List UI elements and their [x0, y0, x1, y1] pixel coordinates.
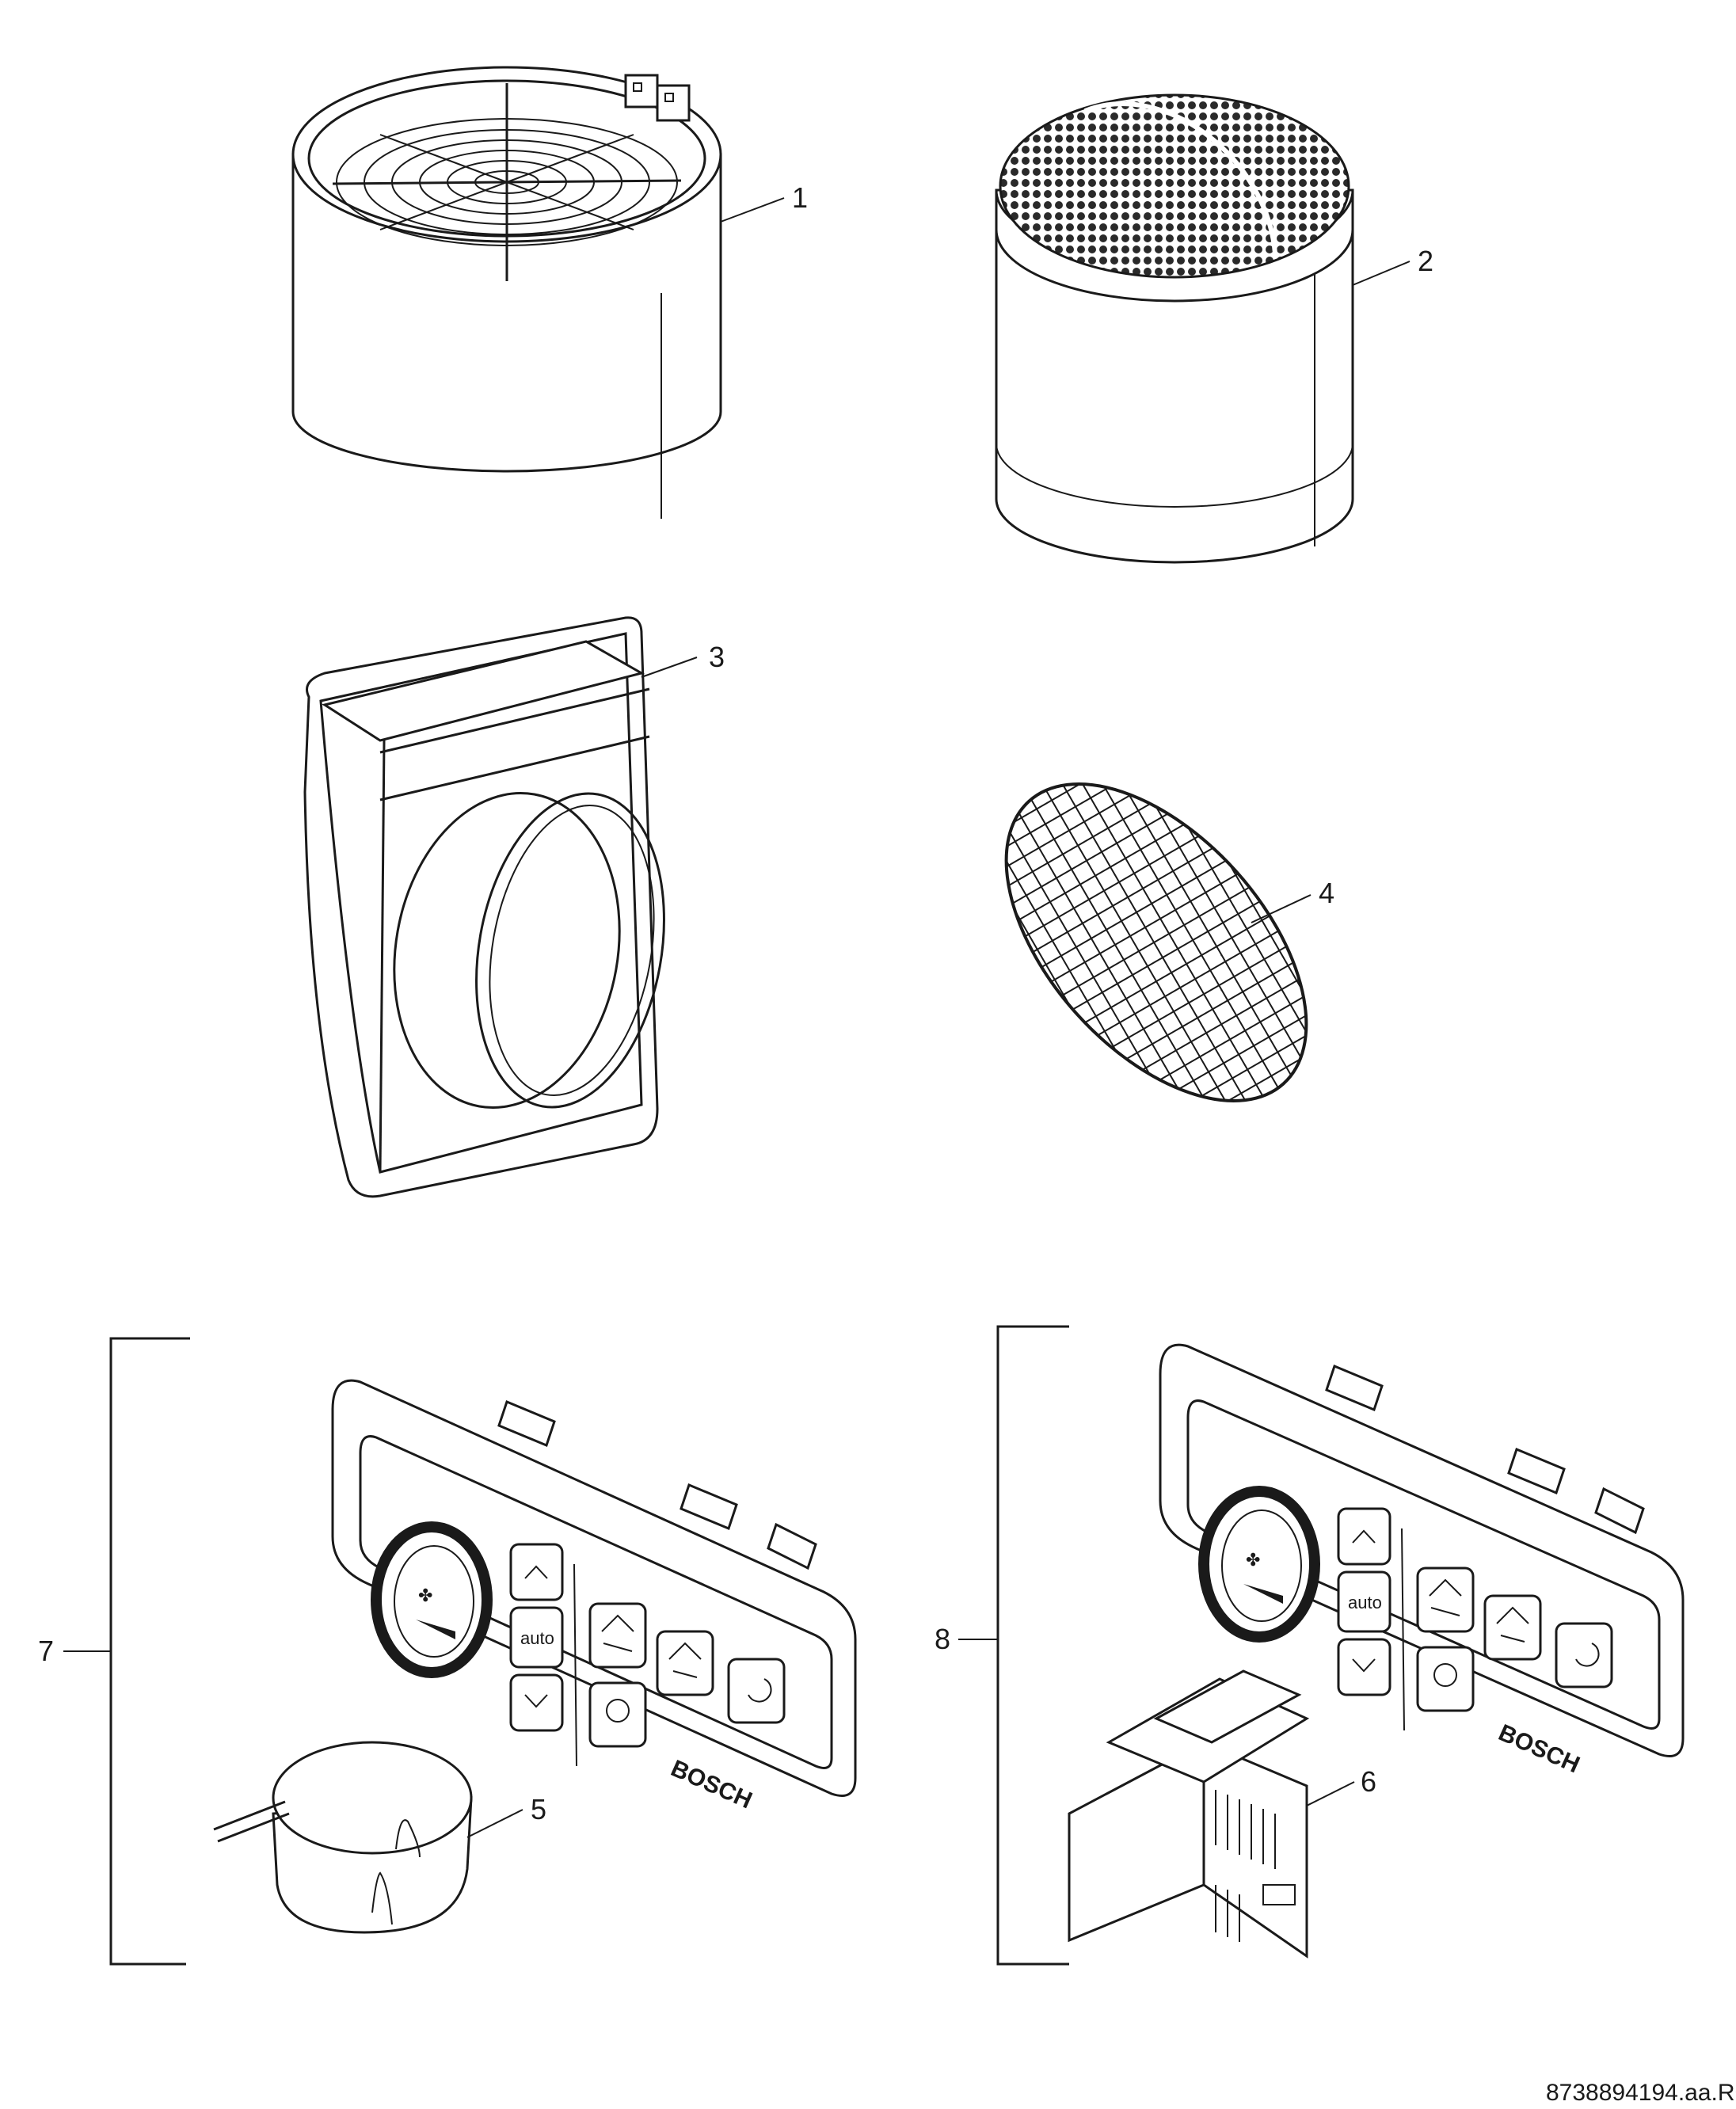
power-supply-part-6: 6 [1068, 1669, 1376, 1959]
timer-icon [606, 1699, 630, 1723]
honeycomb-face [999, 93, 1350, 279]
chevron-up-icon [1352, 1529, 1376, 1544]
psu-top-step [1153, 1669, 1302, 1744]
panel-right-dial: ✤ [1198, 1486, 1320, 1643]
fan-unit-part-1: 1 [291, 66, 808, 519]
callout-leader-4 [1251, 894, 1312, 923]
callout-8: 8 [935, 1623, 950, 1655]
cover-duct-ring-outer [393, 792, 621, 1109]
callout-4: 4 [1319, 877, 1334, 909]
panel-left-dial: ✤ [371, 1521, 493, 1678]
cover-duct-ring-front [475, 792, 665, 1109]
extract-button[interactable] [1483, 1594, 1542, 1661]
auto-button-label: auto [520, 1628, 554, 1648]
insect-mesh-part-4: 4 [1004, 782, 1334, 1102]
chevron-down-icon [1352, 1658, 1376, 1673]
control-panel-right: ✤ auto BOSCH [1159, 1343, 1685, 1778]
cover-left-wall [379, 740, 386, 1173]
bracket-7-line [109, 1337, 190, 1966]
up-button[interactable] [509, 1543, 564, 1601]
speed-wedge-icon [1243, 1584, 1283, 1604]
panel-right-buttons: auto [1337, 1507, 1613, 1731]
sensor-top [272, 1741, 473, 1855]
panel-right-divider [1401, 1528, 1405, 1731]
panel-right-clips [1325, 1364, 1645, 1535]
cover-duct-ring-inner [489, 804, 655, 1097]
cover-slat-lines [379, 687, 650, 801]
ventilation-button[interactable] [588, 1602, 647, 1669]
down-button[interactable] [1337, 1638, 1391, 1696]
night-button[interactable] [727, 1658, 786, 1724]
fan-connector-icon [624, 74, 691, 122]
panel-left-divider [573, 1563, 577, 1767]
panel-left-inner [359, 1435, 833, 1769]
fan-cylinder-body [291, 153, 722, 473]
sensor-part-5: 5 [213, 1741, 546, 1934]
chevron-down-icon [524, 1694, 548, 1708]
brand-logo-left: BOSCH [667, 1755, 756, 1814]
callout-leader-5 [466, 1809, 523, 1838]
callout-5: 5 [531, 1793, 546, 1825]
panel-right-outer [1159, 1343, 1685, 1757]
cover-top-lip [322, 640, 645, 742]
speed-wedge-icon [416, 1620, 455, 1639]
cover-inner-frame [319, 632, 643, 1174]
wall-cover-part-3: 3 [303, 616, 725, 1198]
psu-front-face [1202, 1740, 1308, 1959]
kit-bracket-8: 8 [935, 1325, 1069, 1966]
auto-button[interactable] [1337, 1570, 1391, 1633]
down-button[interactable] [509, 1673, 564, 1732]
callout-leader-1 [720, 197, 785, 223]
control-panel-left: ✤ auto BOSCH [331, 1379, 857, 1814]
document-id: 8738894194.aa.RO [1546, 2080, 1736, 2106]
callout-1: 1 [792, 181, 808, 214]
extract-button[interactable] [656, 1630, 714, 1696]
fan-icon: ✤ [1246, 1550, 1260, 1570]
callout-2: 2 [1418, 245, 1433, 277]
timer-icon [1433, 1663, 1457, 1687]
sensor-wires-icon [213, 1800, 290, 1843]
callout-leader-2 [1352, 261, 1410, 286]
exchanger-band-line [996, 443, 1353, 508]
moon-stars-icon [748, 1678, 772, 1703]
callout-leader-6 [1306, 1781, 1355, 1806]
sensor-notch [371, 1871, 393, 1925]
mesh-disc-icon [1004, 782, 1308, 1102]
callout-leader-3 [641, 657, 698, 678]
timer-button[interactable] [588, 1681, 647, 1748]
brand-logo-right: BOSCH [1494, 1719, 1583, 1778]
ventilation-button[interactable] [1416, 1567, 1475, 1633]
house-arrow-icon [1496, 1606, 1529, 1643]
auto-button-label: auto [1348, 1593, 1382, 1612]
house-arrow-icon [668, 1642, 702, 1678]
panel-left-clips [497, 1399, 817, 1570]
panel-left-outer [331, 1379, 857, 1797]
honeycomb-highlight [1083, 101, 1277, 254]
moon-stars-icon [1575, 1643, 1600, 1667]
up-button[interactable] [1337, 1507, 1391, 1566]
bracket-8-line [996, 1325, 1069, 1966]
kit-bracket-7: 7 [38, 1337, 190, 1966]
psu-terminal [1262, 1884, 1296, 1905]
heat-exchanger-part-2: 2 [995, 93, 1433, 564]
psu-vent-slots-icon [1215, 1790, 1276, 1942]
chevron-up-icon [524, 1565, 548, 1579]
sensor-slot [395, 1819, 421, 1858]
house-arrows-icon [601, 1614, 634, 1652]
panel-right-inner [1186, 1399, 1661, 1730]
fan-icon: ✤ [418, 1586, 432, 1605]
panel-left-buttons: auto [509, 1543, 786, 1767]
callout-7: 7 [38, 1635, 54, 1667]
fan-guard-icon [332, 83, 682, 281]
callout-6: 6 [1361, 1765, 1376, 1798]
timer-button[interactable] [1416, 1646, 1475, 1712]
callout-3: 3 [709, 641, 725, 673]
auto-button[interactable] [509, 1606, 564, 1669]
night-button[interactable] [1555, 1622, 1613, 1688]
house-arrows-icon [1429, 1578, 1462, 1616]
